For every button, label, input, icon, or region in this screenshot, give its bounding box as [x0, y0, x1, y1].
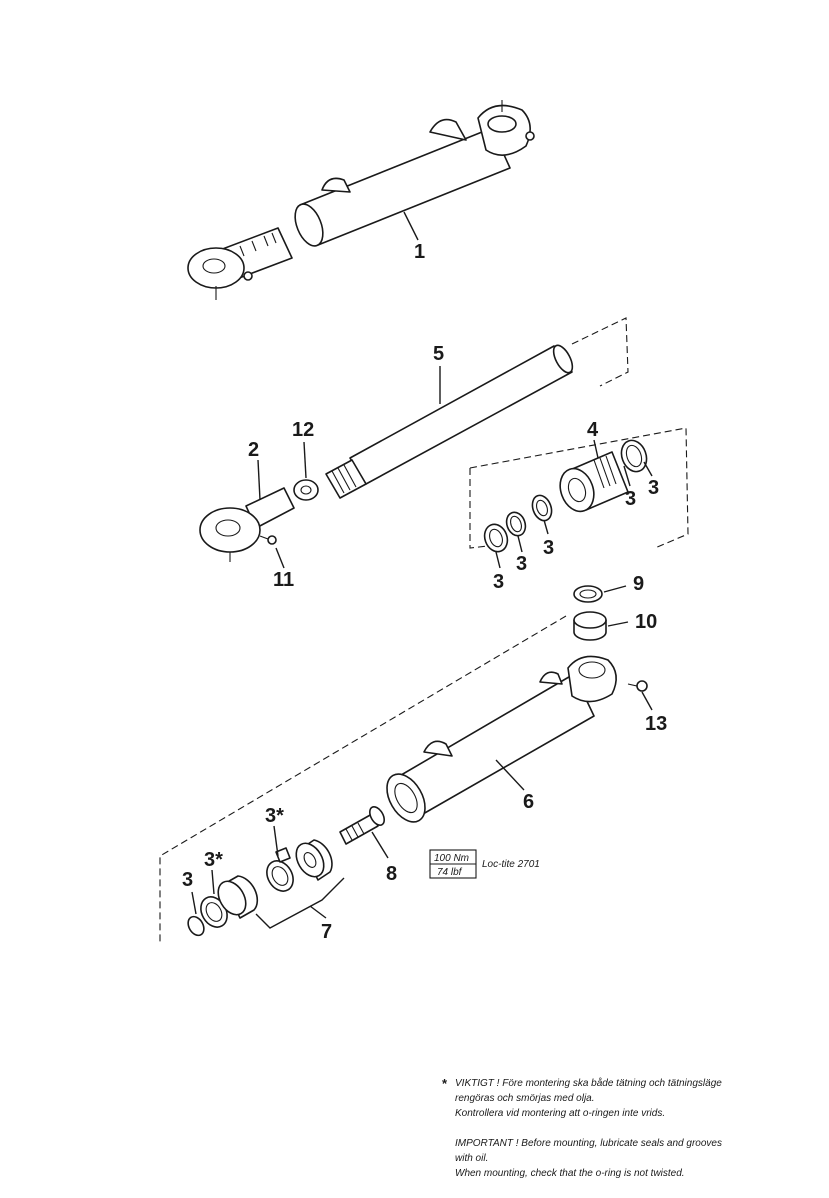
rod-axis-line	[571, 317, 629, 387]
head-group-line-2	[469, 468, 489, 549]
grease-nipple-13	[627, 680, 648, 692]
piston-seal-rings	[483, 494, 553, 553]
callout-3a: 3	[625, 488, 636, 510]
grease-nipple-11	[259, 535, 277, 545]
note-en-line-2: with oil.	[455, 1153, 489, 1164]
callout-1: 1	[414, 241, 425, 263]
leader-8	[371, 831, 389, 859]
leader-6	[495, 759, 525, 791]
leader-1	[403, 211, 419, 241]
callout-3c: 3	[493, 571, 504, 593]
head-seal-ring-outer	[620, 439, 648, 473]
washer-9	[573, 585, 603, 603]
torque-lbf: 74 lbf	[437, 867, 463, 878]
leader-7	[309, 905, 327, 919]
note-sv-line-3: Kontrollera vid montering att o-ringen i…	[455, 1108, 666, 1119]
callout-2: 2	[248, 439, 259, 461]
bolt	[339, 806, 386, 845]
leader-2	[257, 459, 261, 501]
note-sv-line-2: rengöras och smörjas med olja.	[455, 1093, 595, 1104]
callout-9: 9	[633, 573, 644, 595]
leader-10	[607, 621, 629, 627]
rod-eye	[199, 487, 295, 562]
leader-12	[303, 441, 307, 479]
callout-3e: 3	[543, 537, 554, 559]
assembled-cylinder	[187, 100, 535, 300]
nut	[293, 479, 319, 501]
leader-3g	[211, 869, 215, 895]
note-en-line-1: IMPORTANT ! Before mounting, lubricate s…	[455, 1138, 722, 1149]
leader-3c	[495, 551, 501, 569]
tube-axis-line	[159, 615, 567, 942]
leader-9	[603, 585, 627, 593]
leader-4	[593, 439, 599, 459]
note-en-line-3: When mounting, check that the o-ring is …	[455, 1168, 685, 1179]
bushing-10	[573, 611, 607, 641]
asterisk-marker: *	[442, 1076, 448, 1091]
piston-rod	[325, 344, 574, 499]
leader-3h	[273, 825, 279, 857]
torque-nm: 100 Nm	[434, 853, 469, 864]
bracket-7	[255, 877, 345, 929]
leader-11	[275, 547, 285, 569]
leader-13	[641, 691, 653, 711]
callout-3d: 3	[516, 553, 527, 575]
piston-assembly	[187, 839, 333, 937]
callout-3h: 3*	[265, 805, 284, 827]
callout-3f: 3	[182, 869, 193, 891]
cylinder-tube	[386, 655, 617, 823]
callout-7: 7	[321, 921, 332, 943]
callout-6: 6	[523, 791, 534, 813]
callout-12: 12	[292, 419, 314, 441]
callout-8: 8	[386, 863, 397, 885]
leader-3e	[543, 519, 549, 535]
leader-3f	[191, 891, 197, 915]
note-sv-line-1: VIKTIGT ! Före montering ska både tätnin…	[455, 1078, 722, 1089]
callout-13: 13	[645, 713, 667, 735]
callout-5: 5	[433, 343, 444, 365]
callout-4: 4	[587, 419, 599, 441]
important-note: * VIKTIGT ! Före montering ska både tätn…	[442, 1076, 815, 1181]
torque-spec: 100 Nm 74 lbf Loc-tite 2701	[429, 849, 540, 879]
callout-11: 11	[273, 569, 294, 591]
cylinder-head	[559, 451, 629, 513]
leader-3b	[643, 461, 653, 477]
callout-3b: 3	[648, 477, 659, 499]
leader-3a	[623, 465, 631, 487]
locking-compound: Loc-tite 2701	[482, 859, 540, 870]
callout-10: 10	[635, 611, 657, 633]
head-group-line	[469, 427, 689, 549]
callout-3g: 3*	[204, 849, 223, 871]
leader-3d	[517, 535, 523, 553]
